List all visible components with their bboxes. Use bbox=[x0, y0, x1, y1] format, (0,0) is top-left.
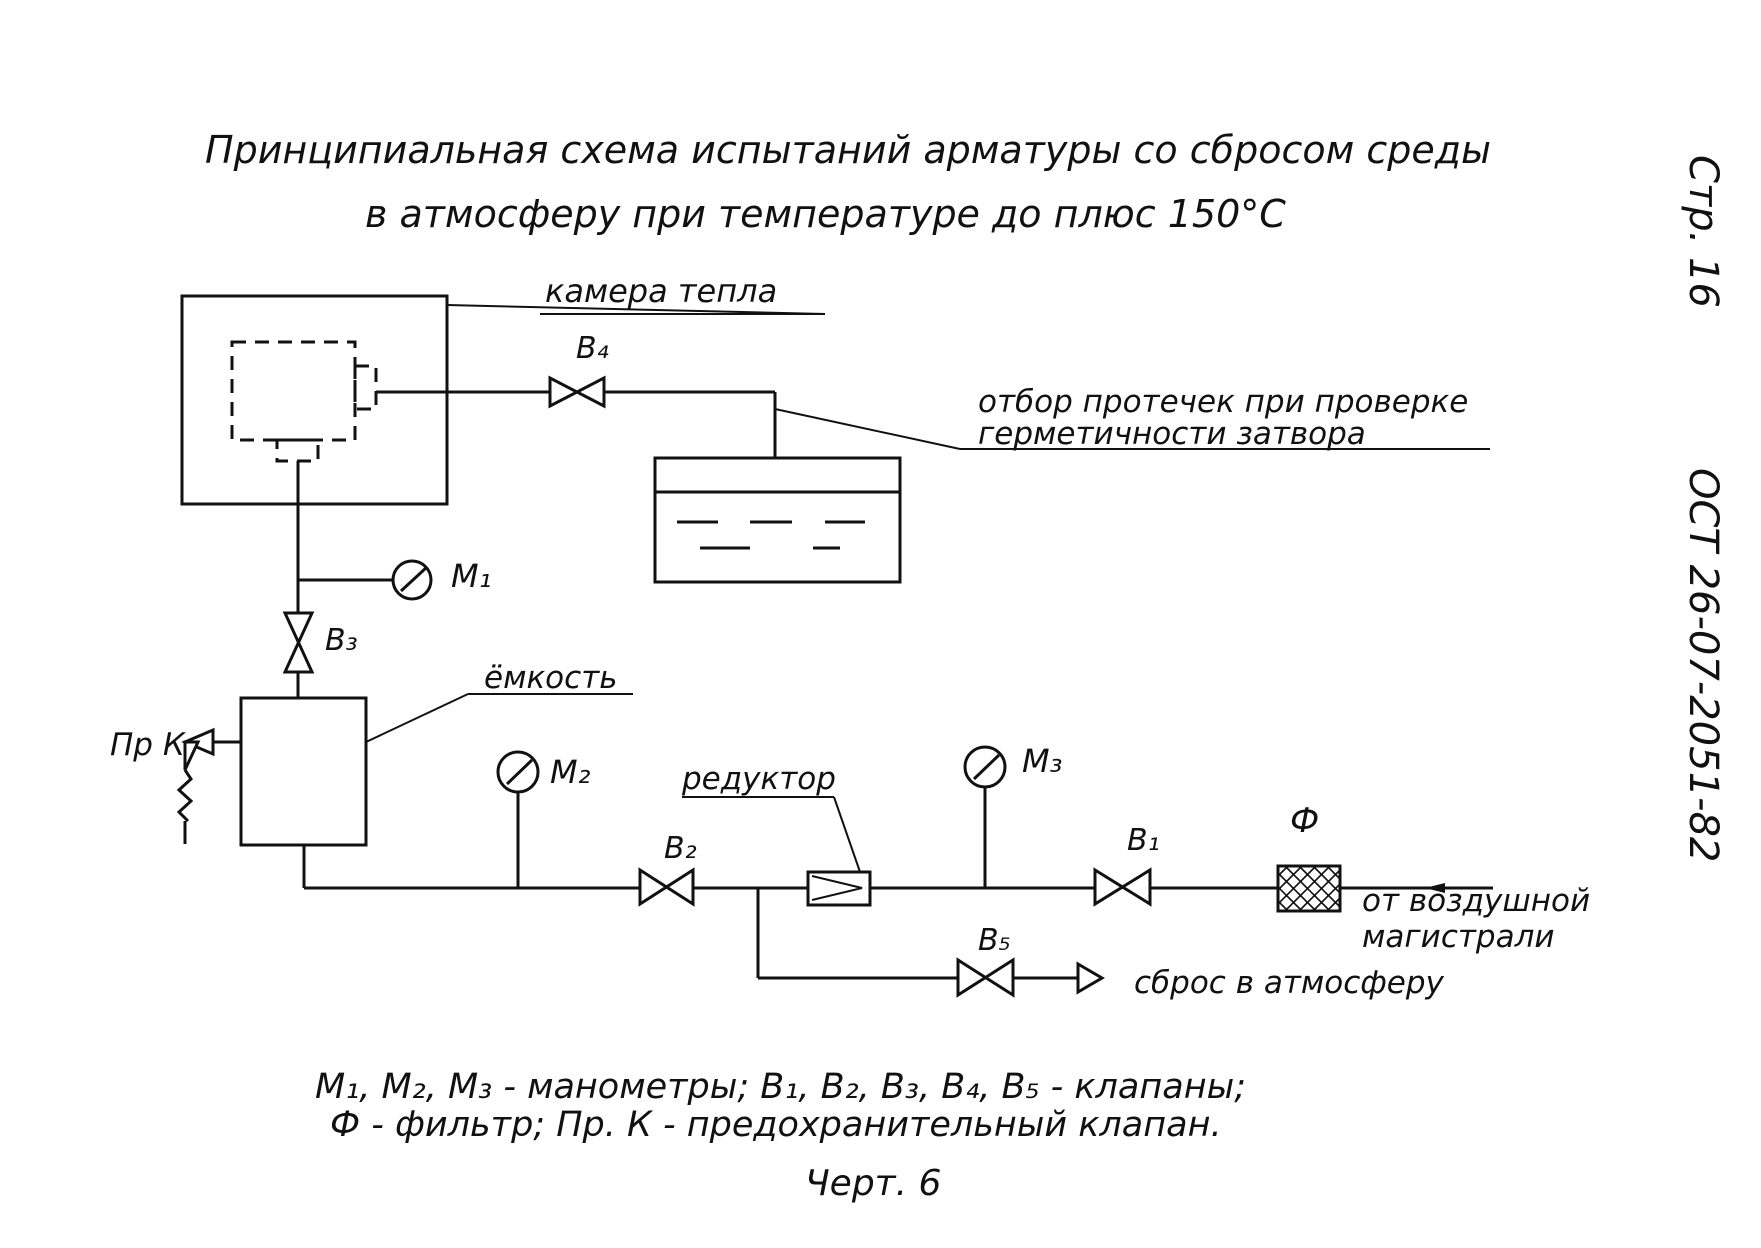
leak-collection-line bbox=[376, 375, 1490, 584]
valve-b5-label: B₅ bbox=[978, 923, 1011, 958]
leak-sampling-label-2: герметичности затвора bbox=[978, 416, 1366, 452]
air-main-label-1: от воздушной bbox=[1362, 883, 1590, 919]
title-line-2: в атмосферу при температуре до плюс 150°… bbox=[365, 192, 1286, 236]
valve-b4-label: B₄ bbox=[576, 331, 609, 366]
gauge-m3-label: M₃ bbox=[1022, 742, 1062, 780]
gauge-m2-label: M₂ bbox=[550, 753, 591, 791]
heat-chamber-label: камера тепла bbox=[545, 272, 777, 310]
page-number: Стр. 16 bbox=[1680, 155, 1726, 308]
vessel-label: ёмкость bbox=[484, 660, 618, 696]
leak-sampling-label-1: отбор протечек при проверке bbox=[978, 384, 1468, 420]
valve-b2-label: B₂ bbox=[664, 831, 697, 866]
legend-line-2: Ф - фильтр; Пр. К - предохранительный кл… bbox=[330, 1105, 1222, 1145]
relief-valve-label: Пр К bbox=[110, 727, 187, 763]
valve-b3-label: B₃ bbox=[325, 623, 358, 658]
gauge-m2 bbox=[496, 750, 540, 888]
reducer-label: редуктор bbox=[681, 761, 836, 797]
standard-number: ОСТ 26-07-2051-82 bbox=[1680, 468, 1726, 862]
gauge-m1-label: M₁ bbox=[451, 557, 491, 595]
valve-b1-label: B₁ bbox=[1127, 823, 1160, 858]
heat-chamber bbox=[180, 294, 826, 506]
air-main-label-2: магистрали bbox=[1362, 919, 1555, 955]
legend-line-1: M₁, M₂, M₃ - манометры; B₁, B₂, B₃, B₄, … bbox=[315, 1067, 1246, 1107]
vent-label: сброс в атмосферу bbox=[1134, 965, 1445, 1001]
chamber-vessel-line bbox=[282, 461, 433, 698]
relief-valve bbox=[176, 727, 241, 844]
main-air-line bbox=[302, 845, 1493, 907]
vent-branch bbox=[756, 888, 1105, 998]
gauge-m3 bbox=[963, 745, 1007, 888]
figure-label: Черт. 6 bbox=[805, 1163, 941, 1204]
filter bbox=[1276, 864, 1342, 913]
filter-label: Ф bbox=[1290, 801, 1319, 841]
title-line-1: Принципиальная схема испытаний арматуры … bbox=[205, 128, 1491, 172]
reducer-leader-slant bbox=[833, 796, 861, 873]
